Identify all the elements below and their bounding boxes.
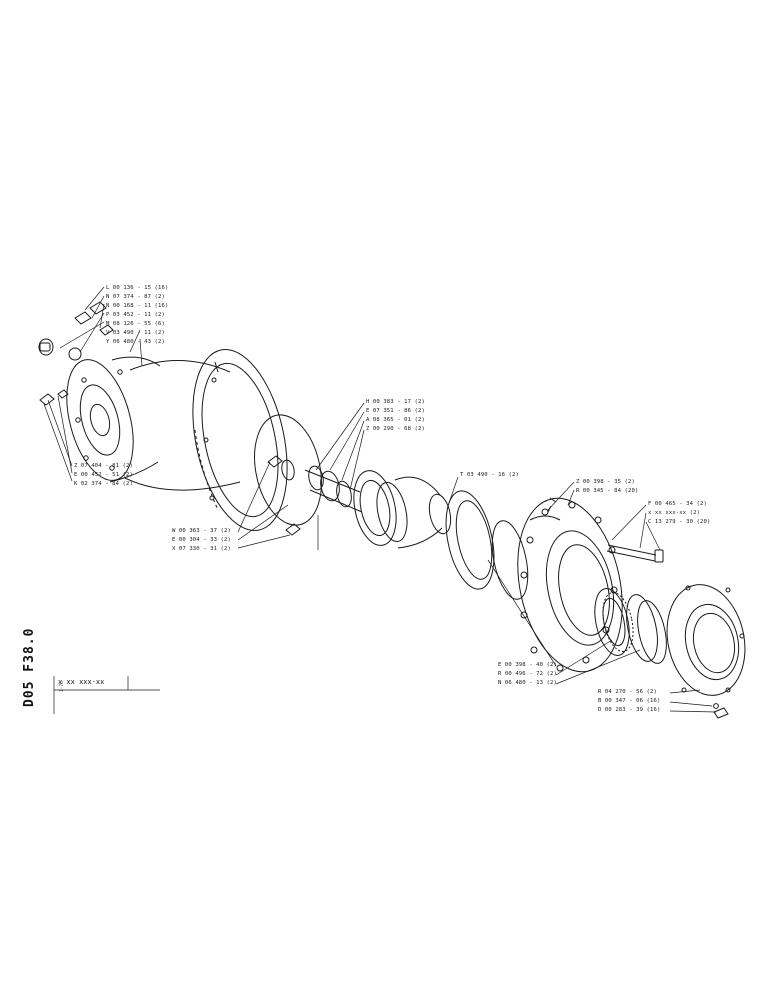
part-label: Z 00 398 - 35 (2) <box>576 479 635 485</box>
part-label: E 00 398 - 40 (2) <box>498 662 557 668</box>
sheet-reference-code: D05 F38.0 <box>22 627 37 707</box>
part-number-subtext: 1-76 <box>60 681 65 692</box>
part-label: A 08 365 - 01 (2) <box>366 417 425 423</box>
part-label: R 00 496 - 72 (2) <box>498 671 557 677</box>
part-label: E 07 351 - 86 (2) <box>366 408 425 414</box>
left-housing-cover <box>66 356 161 483</box>
part-label: E 00 452 - 51 (2) <box>74 472 133 478</box>
part-label: Y 06 480 - 43 (2) <box>106 339 165 345</box>
part-label: K 02 374 - 84 (2) <box>74 481 133 487</box>
part-label: D 00 283 - 39 (16) <box>598 707 661 713</box>
part-label: P 03 452 - 11 (2) <box>106 312 165 318</box>
part-label: N 07 374 - 87 (2) <box>106 294 165 300</box>
disc-plate <box>254 414 322 536</box>
part-label: H 00 383 - 17 (2) <box>366 399 425 405</box>
drum-housing <box>124 349 288 531</box>
part-label: X 07 330 - 31 (2) <box>172 546 231 552</box>
part-label: T 03 490 - 16 (2) <box>460 472 519 478</box>
hub-cap <box>666 584 746 696</box>
part-label: Z 00 290 - 68 (2) <box>366 426 425 432</box>
part-label: C 13 279 - 30 (20) <box>648 519 711 525</box>
snap-rings <box>626 594 667 664</box>
top-left-plugs <box>38 301 114 406</box>
wheel-hub <box>517 497 623 673</box>
bearing <box>594 588 634 656</box>
part-label: F 00 465 - 34 (2) <box>648 501 707 507</box>
shaft-assembly <box>304 465 452 549</box>
stud-bolt <box>606 544 664 563</box>
part-label: M 08 126 - 55 (6) <box>106 321 165 327</box>
part-label: L 00 136 - 15 (16) <box>106 285 169 291</box>
seal-ring <box>445 490 529 600</box>
part-label: R 00 345 - 84 (20) <box>576 488 639 494</box>
part-label: N 06 480 - 13 (2) <box>498 680 557 686</box>
part-label: V 03 490 - 11 (2) <box>106 330 165 336</box>
title-block-lines <box>53 676 160 714</box>
part-label: E 00 304 - 33 (2) <box>172 537 231 543</box>
leader-lines <box>43 286 717 713</box>
part-label: R 04 270 - 56 (2) <box>598 689 657 695</box>
part-number-field: x xx xxx-xx <box>58 678 105 686</box>
part-label: W 00 363 - 37 (2) <box>172 528 231 534</box>
part-label: Z 07 404 - 81 (2) <box>74 463 133 469</box>
part-label: B 00 347 - 06 (16) <box>598 698 661 704</box>
cap-screws <box>713 703 729 719</box>
part-label: x xx xxx-xx (2) <box>648 510 701 516</box>
part-label: N 00 168 - 11 (16) <box>106 303 169 309</box>
